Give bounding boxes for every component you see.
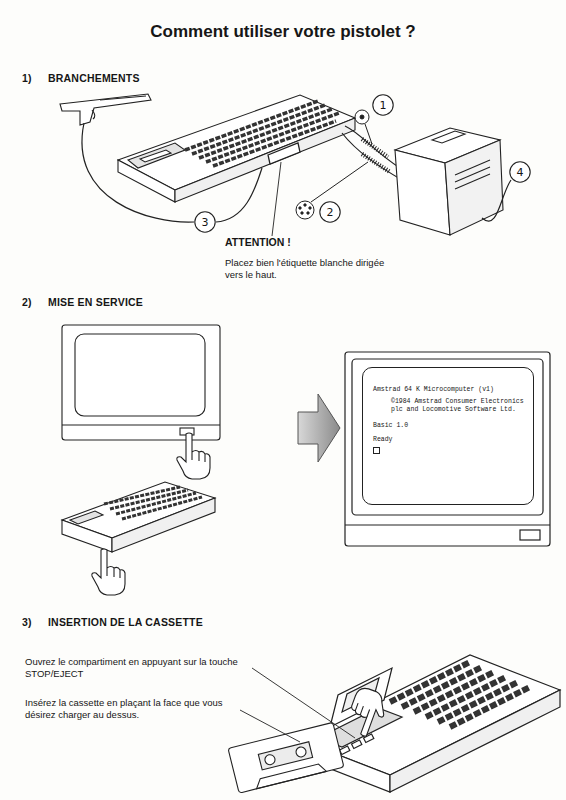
din-icon	[296, 162, 368, 219]
callout-number: 3	[202, 216, 209, 229]
cassette-edge	[254, 763, 326, 789]
monitor-base	[345, 524, 550, 525]
monitor-case	[345, 352, 550, 546]
callout-number: 1	[380, 99, 387, 112]
cassette-computer	[300, 655, 560, 792]
section-number: 3)	[22, 616, 32, 628]
cassette-reel	[264, 754, 276, 766]
leader-line	[365, 124, 372, 144]
leader-line	[272, 162, 281, 236]
key-row	[450, 687, 530, 727]
power-cable	[342, 133, 402, 180]
text-cursor	[373, 447, 380, 454]
din-pin	[307, 212, 309, 214]
din-plug	[296, 201, 314, 219]
pressing-hand	[177, 433, 210, 479]
callout-circle: 1	[372, 94, 394, 116]
vent	[455, 160, 490, 175]
screen-display: Amstrad 64 K Microcomputer (v1) ©1984 Ams…	[362, 367, 534, 505]
din-pin	[301, 212, 303, 214]
pressing-hand	[92, 549, 125, 595]
din-pin	[299, 207, 301, 209]
leader-line	[311, 162, 368, 202]
monitor-handle	[432, 131, 465, 143]
computer-side	[175, 118, 355, 202]
monitor-screen	[75, 334, 205, 416]
screen-text: ©1984 Amstrad Consumer Electronics plc a…	[391, 398, 527, 414]
keyboard	[390, 662, 530, 727]
cassette-window	[140, 150, 171, 162]
gun-stripe	[100, 96, 146, 100]
vent	[455, 174, 490, 189]
callout-circle: 2	[319, 201, 341, 223]
cassette-shell	[228, 722, 344, 793]
key-row	[122, 497, 202, 519]
small-monitor	[62, 325, 220, 440]
screen-text: Amstrad 64 K Microcomputer (v1)	[373, 386, 523, 394]
computer-front	[118, 160, 175, 202]
monitor-base	[62, 424, 220, 425]
cassette-deck	[128, 143, 185, 168]
connector-plug	[268, 143, 300, 164]
section-heading: MISE EN SERVICE	[48, 296, 143, 308]
page-title: Comment utiliser votre pistolet ?	[0, 22, 566, 42]
keyboard	[185, 101, 339, 166]
big-monitor	[345, 352, 550, 546]
keyboard	[104, 487, 202, 519]
pressing-hand	[343, 685, 390, 740]
din-pin	[304, 204, 306, 206]
cassette-reel	[295, 746, 307, 758]
section-number: 1)	[22, 72, 32, 84]
gun-body	[60, 94, 151, 125]
section-heading: BRANCHEMENTS	[48, 72, 140, 84]
key-row	[213, 121, 336, 166]
deck-key	[352, 740, 362, 749]
callout-circle: 4	[509, 161, 531, 183]
monitor-back	[395, 128, 503, 235]
computer	[118, 95, 355, 202]
circle-shape	[373, 95, 393, 115]
section-heading: INSERTION DE LA CASSETTE	[48, 616, 203, 628]
monitor-case	[62, 325, 220, 440]
monitor-bezel	[352, 359, 543, 515]
gun-trigger	[92, 110, 95, 119]
rca-pin	[360, 115, 364, 119]
leader-line	[240, 710, 300, 742]
screen-text: Basic 1.0	[373, 422, 523, 430]
callout-number: 2	[327, 206, 334, 219]
instruction-text: Ouvrez le compartiment en appuyant sur l…	[25, 656, 253, 680]
key-row	[199, 109, 332, 158]
small-computer	[62, 482, 215, 552]
rca-plug	[355, 110, 369, 124]
cassette-window	[258, 742, 312, 770]
screen-text: Ready	[373, 436, 523, 444]
monitor-cables	[342, 126, 402, 180]
cassette-deck	[70, 511, 103, 524]
warning-heading: ATTENTION !	[225, 236, 291, 248]
big-arrow	[298, 394, 340, 462]
instruction-text: Insérez la cassette en plaçant la face q…	[25, 697, 253, 721]
cassette	[228, 722, 344, 793]
circle-shape	[320, 202, 340, 222]
section-number: 2)	[22, 296, 32, 308]
circle-shape	[510, 162, 530, 182]
leader-line	[252, 668, 355, 738]
key-row	[192, 105, 325, 154]
callout-number: 4	[517, 166, 524, 179]
monitor-left	[395, 150, 450, 235]
mains-cord	[482, 180, 511, 221]
deck-key	[340, 746, 350, 755]
monitor-right	[445, 140, 503, 235]
warning-text: Placez bien l'étiquette blanche dirigée …	[225, 257, 397, 281]
rca-icon	[355, 110, 372, 144]
circle-shape	[195, 212, 215, 232]
power-button	[520, 530, 540, 540]
callout-circle: 3	[194, 211, 216, 233]
vent	[455, 167, 490, 182]
din-pin	[309, 207, 311, 209]
computer-front	[62, 520, 112, 552]
light-gun	[60, 94, 151, 125]
